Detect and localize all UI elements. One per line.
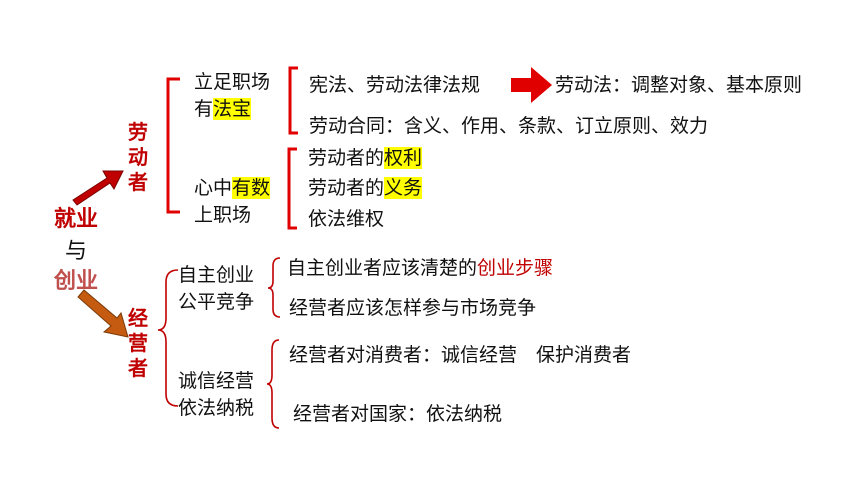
laborer-bracket bbox=[166, 77, 180, 214]
operator-to-state: 经营者对国家：依法纳税 bbox=[293, 403, 503, 425]
laborer-rights-highlight: 权利 bbox=[384, 147, 423, 169]
laborer-group2-highlight: 有数 bbox=[232, 177, 271, 199]
operator-group2-line1: 诚信经营 bbox=[178, 370, 255, 392]
laborer-rights: 劳动者的权利 bbox=[308, 146, 423, 170]
branch-operator-label: 经营者 bbox=[128, 306, 148, 380]
root-and: 与 bbox=[64, 239, 87, 264]
laborer-duties-highlight: 义务 bbox=[384, 177, 423, 199]
operator-bracket bbox=[157, 269, 179, 407]
laborer-protect-rights: 依法维权 bbox=[308, 208, 385, 230]
laborer-duties: 劳动者的义务 bbox=[308, 176, 423, 200]
arrow-to-laborer bbox=[72, 170, 124, 206]
startup-steps: 自主创业者应该清楚的创业步骤 bbox=[287, 256, 553, 280]
laborer-rights-pre: 劳动者的 bbox=[308, 147, 385, 169]
laborer-group2-line2: 上职场 bbox=[194, 204, 252, 226]
startup-steps-red: 创业步骤 bbox=[477, 257, 554, 279]
laborer-group1-line2-pre: 有 bbox=[194, 98, 214, 120]
labor-contract: 劳动合同：含义、作用、条款、订立原则、效力 bbox=[309, 115, 709, 137]
operator-group1-bracket bbox=[267, 257, 281, 318]
laborer-group1-line2: 有法宝 bbox=[194, 97, 252, 121]
laborer-group2-line1-pre: 心中 bbox=[194, 177, 233, 199]
laborer-group1-highlight: 法宝 bbox=[213, 98, 252, 120]
labor-law-detail: 劳动法：调整对象、基本原则 bbox=[555, 74, 803, 96]
root-entrepreneurship: 创业 bbox=[53, 269, 98, 294]
operator-group2-bracket bbox=[266, 339, 280, 429]
laborer-group1-bracket bbox=[288, 66, 298, 135]
operator-group1-line2: 公平竞争 bbox=[178, 291, 255, 313]
branch-laborer-label: 劳动者 bbox=[128, 120, 148, 194]
laborer-group2-bracket bbox=[287, 147, 297, 230]
operator-group2-line2: 依法纳税 bbox=[178, 397, 255, 419]
laborer-group2-line1: 心中有数 bbox=[194, 176, 271, 200]
operator-to-consumer: 经营者对消费者：诚信经营 保护消费者 bbox=[289, 344, 632, 366]
arrow-to-operator bbox=[77, 289, 129, 338]
root-employment: 就业 bbox=[53, 207, 98, 232]
startup-steps-pre: 自主创业者应该清楚的 bbox=[287, 257, 478, 279]
market-competition: 经营者应该怎样参与市场竞争 bbox=[289, 297, 537, 319]
laborer-group1-line1: 立足职场 bbox=[194, 71, 271, 93]
laborer-duties-pre: 劳动者的 bbox=[308, 177, 385, 199]
law-list: 宪法、劳动法律法规 bbox=[309, 74, 481, 96]
operator-group1-line1: 自主创业 bbox=[178, 264, 255, 286]
law-right-arrow bbox=[511, 67, 552, 103]
